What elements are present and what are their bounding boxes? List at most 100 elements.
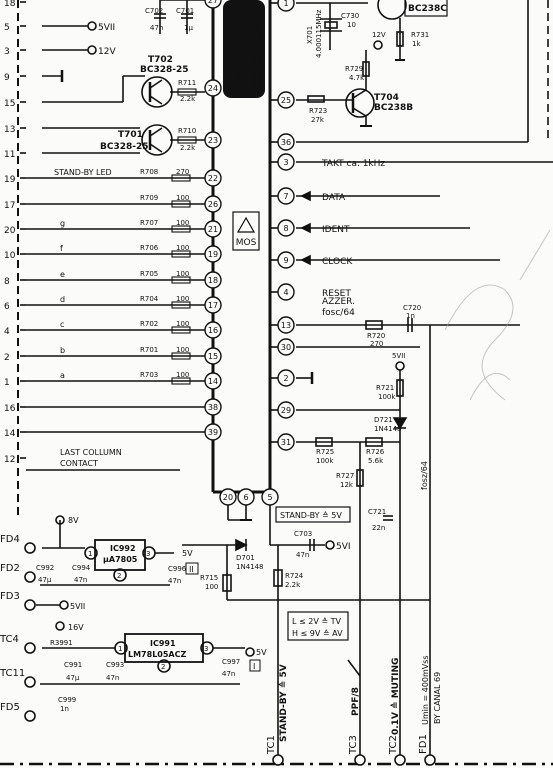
ic701-pin-number: 2 bbox=[283, 374, 288, 383]
regulator-ic992: IC992 µA7805 1 3 2 8V 5V C992 47µ C994 4… bbox=[36, 515, 199, 586]
ic701-pin-number: 13 bbox=[281, 321, 291, 330]
ic701-pin-number: 14 bbox=[208, 377, 218, 386]
connector-label: FD3 bbox=[0, 591, 20, 602]
connector-label: FD2 bbox=[0, 563, 20, 574]
resistor-name: R704 bbox=[140, 295, 159, 303]
r715-value: 100 bbox=[205, 583, 218, 591]
ic701-pin-number: 30 bbox=[281, 343, 291, 352]
ic701-pin-18: 18 bbox=[204, 271, 222, 289]
ic992-pin2: 2 bbox=[117, 572, 121, 580]
c997-name: C997 bbox=[222, 658, 240, 666]
c703-value: 47n bbox=[296, 551, 309, 559]
connector-fd5: FD5 bbox=[0, 702, 36, 722]
d701-c703: D701 1N4148 C703 47n 5VI R715 100 R724 2… bbox=[182, 530, 430, 601]
ic991-name: IC991 bbox=[150, 639, 176, 648]
ic701-pin-38: 38 bbox=[204, 398, 222, 416]
resistor-r706-body bbox=[171, 250, 191, 258]
resistor-r704-body bbox=[171, 301, 191, 309]
ic701-pin-number: 9 bbox=[283, 256, 288, 265]
ic701-pin-number: 5 bbox=[267, 493, 272, 502]
resistor-value: 100 bbox=[176, 270, 189, 278]
ic701-pin-label: CLOCK bbox=[322, 257, 353, 267]
ic701-pin-22: 22 bbox=[204, 169, 222, 187]
resistor-name: R708 bbox=[140, 168, 158, 176]
ic701-pin-number: 19 bbox=[208, 250, 218, 259]
left-pin-number: 17 bbox=[4, 201, 15, 211]
ic701-pin-number: 24 bbox=[208, 84, 218, 93]
left-pin-11: 11 bbox=[4, 150, 26, 160]
ic701-pin-31: 31 bbox=[270, 433, 295, 451]
r721-value: 100k bbox=[378, 393, 396, 401]
r721-name: R721 bbox=[376, 384, 394, 392]
ic701-pin-21: 21 bbox=[204, 220, 222, 238]
ic992-name: IC992 bbox=[110, 544, 136, 553]
c720-value: 1n bbox=[406, 312, 415, 320]
resistor-name: R707 bbox=[140, 219, 158, 227]
ic701-pin-29: 29 bbox=[270, 401, 295, 419]
ic701-pin-16: 16 bbox=[204, 321, 222, 339]
connector-fd3: FD3 bbox=[0, 591, 36, 611]
connector-tc1: TC1 bbox=[266, 735, 284, 766]
left-pin-number: 2 bbox=[4, 353, 10, 363]
left-pin-number: 3 bbox=[4, 47, 10, 57]
tv-av-line2: H ≤ 9V ≙ AV bbox=[292, 629, 343, 638]
c721-value: 22n bbox=[372, 524, 385, 532]
left-pin-number: 18 bbox=[4, 0, 16, 9]
t702-name: T702 bbox=[148, 55, 173, 65]
c993-name: C993 bbox=[106, 661, 124, 669]
ic701-pin-number: 36 bbox=[281, 138, 291, 147]
c720-name: C720 bbox=[403, 304, 421, 312]
ic701-pin-number: 15 bbox=[208, 352, 218, 361]
connector-tc4: TC4 bbox=[0, 634, 36, 654]
ic701-pin-number: 20 bbox=[223, 493, 233, 502]
c994-value: 47n bbox=[74, 576, 87, 584]
r725-value: 100k bbox=[316, 457, 334, 465]
reset-sub-label: AZZER. bbox=[322, 297, 355, 307]
bottom-wires bbox=[277, 600, 361, 760]
ic701-bottom-wires bbox=[227, 505, 325, 546]
ppf-label: PPF/8 bbox=[351, 687, 361, 716]
ic701-pin-number: 39 bbox=[208, 428, 218, 437]
resistor-value: 100 bbox=[176, 219, 189, 227]
left-pin-label: e bbox=[60, 270, 65, 279]
tv-av-box: L ≤ 2V ≙ TV H ≤ 9V ≙ AV bbox=[287, 611, 349, 641]
left-pin-label: c bbox=[60, 320, 64, 329]
r720-c720: R720 270 C720 1n bbox=[365, 304, 421, 348]
r723-name: R723 bbox=[309, 107, 327, 115]
resistor-r701-body bbox=[171, 352, 191, 360]
ic701-pin-number: 26 bbox=[208, 200, 218, 209]
ic991-part: LM78L05ACZ bbox=[128, 650, 186, 659]
r726-name: R726 bbox=[366, 448, 385, 456]
connector-fd2: FD2 bbox=[0, 563, 36, 583]
resistor-value: 100 bbox=[176, 320, 189, 328]
r3991-name: R3991 bbox=[50, 639, 73, 647]
ic992-part: µA7805 bbox=[103, 555, 138, 564]
left-pin-14: 14 bbox=[4, 429, 205, 439]
ic701-pin-number: 38 bbox=[208, 403, 218, 412]
fosz-label: fosz/64 bbox=[420, 461, 429, 490]
left-pin-label: a bbox=[60, 371, 65, 380]
connector-fd4: FD4 bbox=[0, 534, 36, 554]
c702-value: 47n bbox=[150, 24, 163, 32]
ic991-pin3: 3 bbox=[204, 645, 208, 653]
ic701-pin-23: 23 bbox=[204, 131, 222, 149]
left-pin-label: d bbox=[60, 295, 65, 304]
c702-name: C702 bbox=[145, 7, 163, 15]
r724-name: R724 bbox=[285, 572, 304, 580]
r710-body bbox=[177, 136, 197, 144]
ic701-pin-number: 4 bbox=[283, 288, 288, 297]
ic701-pin-number: 22 bbox=[208, 174, 218, 183]
ic701-pin-number: 27 bbox=[208, 0, 218, 5]
c703-name: C703 bbox=[294, 530, 312, 538]
transistor-t701: T701 BC328-25 bbox=[42, 124, 205, 156]
muting-label: 0.1V ≙ MUTING bbox=[390, 658, 401, 735]
c999-value: 1n bbox=[60, 705, 69, 713]
ic701-pin-number: 23 bbox=[208, 136, 218, 145]
ic701-pin-26: 26 bbox=[204, 195, 222, 213]
c702-c701: C702 47n C701 1µ bbox=[145, 0, 205, 34]
c994-name: C994 bbox=[72, 564, 91, 572]
